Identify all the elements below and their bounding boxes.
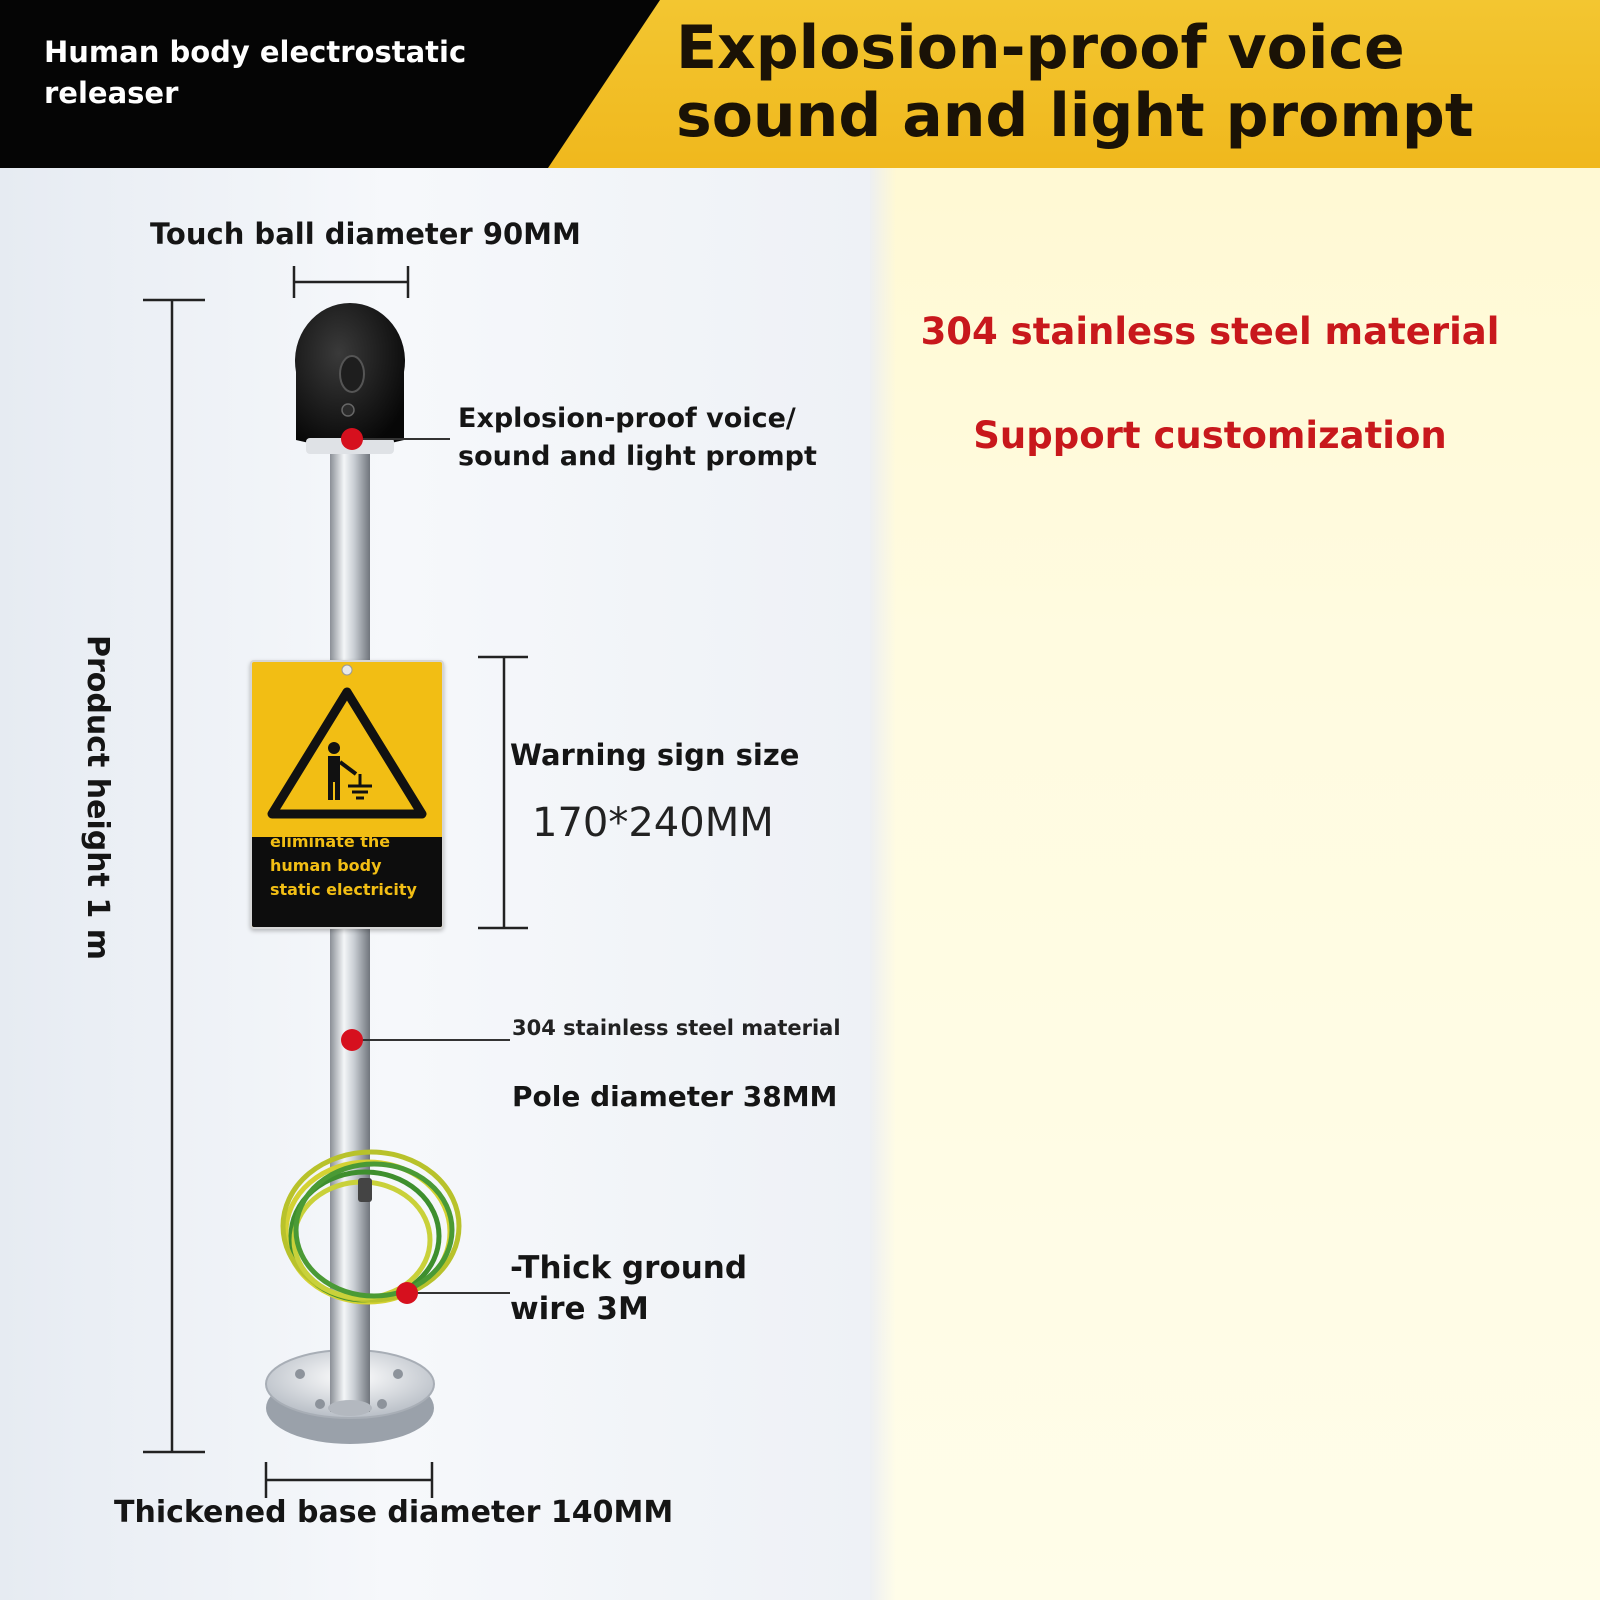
ground-wire-label: -Thick ground wire 3M [510,1250,748,1327]
warning-sign-size-label: Warning sign size [510,738,800,772]
header-black-panel [0,0,660,168]
pole-diameter-label: Pole diameter 38MM [512,1080,838,1113]
wire-clamp [358,1178,372,1202]
prompt-callout-label: Explosion-proof voice/ sound and light p… [458,403,817,472]
warning-sign-dimension-line [478,655,528,930]
ground-wire-coil [280,1149,462,1305]
callout-prompt-marker [341,428,450,450]
touch-ball-dimension-line [292,266,410,298]
warning-sign-text: eliminate the human body static electric… [270,832,417,899]
feature-customization: Support customization [973,414,1447,457]
product-height-label: Product height 1 m [80,635,115,960]
touch-ball-label: Touch ball diameter 90MM [150,217,581,251]
warning-sign: eliminate the human body static electric… [250,660,444,929]
warning-triangle-icon [267,664,427,819]
warning-sign-size-value: 170*240MM [532,800,774,846]
product-height-dimension-line [143,298,205,1454]
base-dimension-line [264,1462,434,1498]
feature-material: 304 stainless steel material [920,310,1500,353]
product-subtitle: Human body electrostatic releaser [44,35,467,110]
warning-sign-text-panel [252,837,442,927]
callout-ground-wire-marker [396,1282,510,1304]
steel-pole [330,452,370,1412]
material-callout-label: 304 stainless steel material [512,1016,841,1040]
page-title: Explosion-proof voice sound and light pr… [676,13,1474,151]
callout-material-marker [341,1029,510,1051]
base-diameter-label: Thickened base diameter 140MM [114,1495,674,1530]
